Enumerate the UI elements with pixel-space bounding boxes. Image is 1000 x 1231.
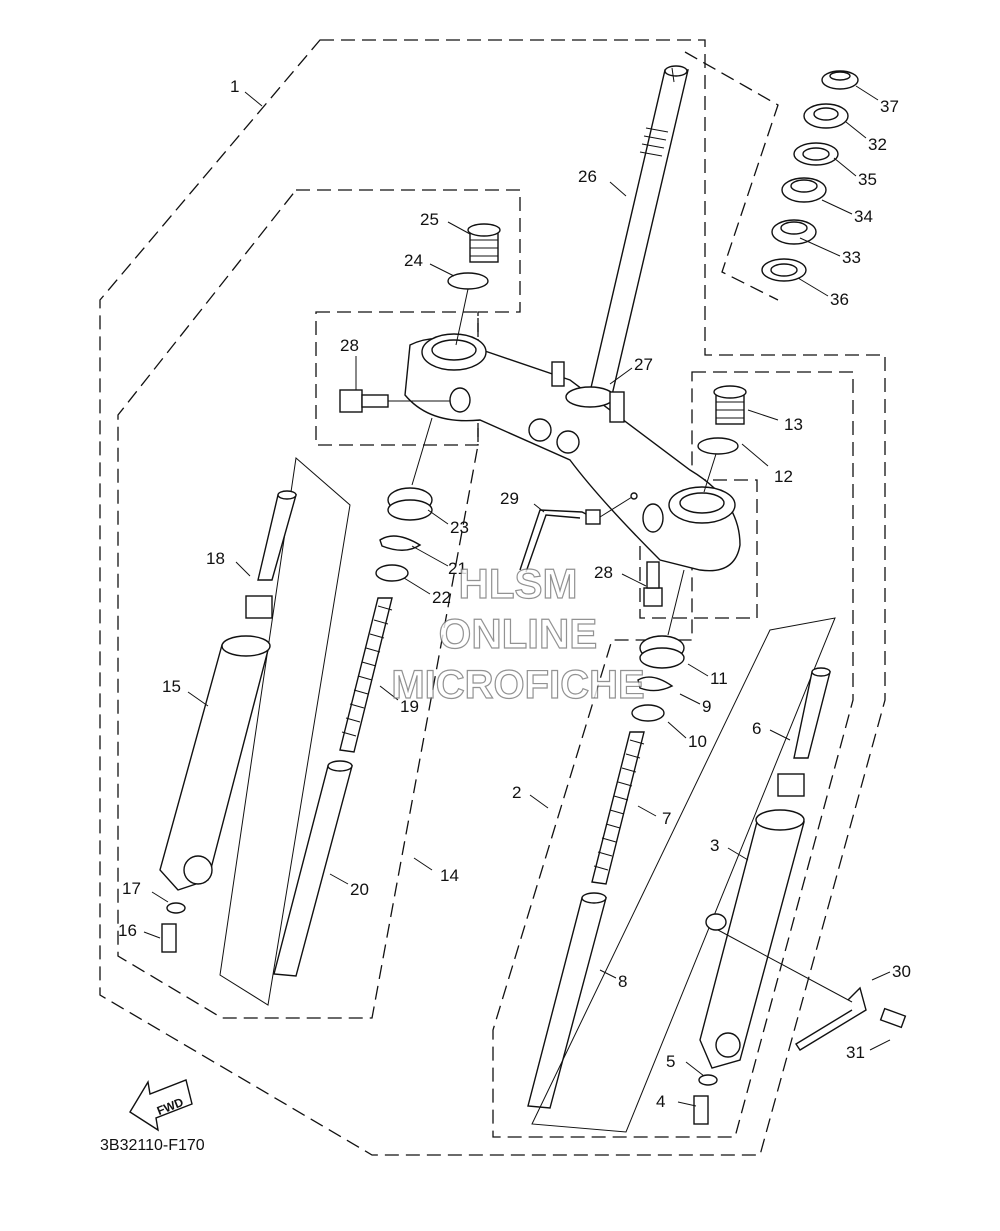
callout-2: 2: [512, 783, 521, 802]
callout-4: 4: [656, 1092, 665, 1111]
callout-34: 34: [854, 207, 873, 226]
callout-28-lower: 28: [594, 563, 613, 582]
damper-rod-right: [793, 667, 831, 759]
upper-race: [781, 177, 827, 203]
callout-17: 17: [122, 879, 141, 898]
callout-29: 29: [500, 489, 519, 508]
ring-nut: [821, 70, 859, 90]
callout-9: 9: [702, 697, 711, 716]
upper-bearing: [793, 142, 839, 166]
axis-line-right-mid: [667, 569, 685, 636]
outer-tube-right: [699, 809, 805, 1069]
callout-28-upper: 28: [340, 336, 359, 355]
callout-25: 25: [420, 210, 439, 229]
outer-tube-left: [159, 635, 271, 891]
washer-right: [631, 704, 665, 722]
callout-10: 10: [688, 732, 707, 751]
o-ring-left: [447, 272, 489, 290]
clip-left: [379, 535, 422, 551]
o-ring-right: [697, 437, 739, 455]
inner-tube-left: [273, 760, 353, 977]
diagram-code: 3B32110-F170: [100, 1137, 205, 1154]
fork-spring-right: [591, 731, 645, 885]
bolt-right: [693, 1095, 709, 1125]
callout-22: 22: [432, 588, 451, 607]
axis-line-left-top: [455, 288, 469, 346]
assembly-14-boundary: [117, 189, 521, 1019]
callout-27: 27: [634, 355, 653, 374]
callout-5: 5: [666, 1052, 675, 1071]
callout-33: 33: [842, 248, 861, 267]
cap-bolt-left: [467, 223, 501, 263]
steering-stem: [589, 65, 689, 396]
callout-8: 8: [618, 972, 627, 991]
callout-14: 14: [440, 866, 459, 885]
callout-7: 7: [662, 809, 671, 828]
clip-right: [637, 676, 674, 692]
callout-26: 26: [578, 167, 597, 186]
callout-20: 20: [350, 880, 369, 899]
callout-23: 23: [450, 518, 469, 537]
washer-left: [375, 564, 409, 582]
callout-21: 21: [448, 559, 467, 578]
damper-rod-left: [257, 490, 297, 581]
assembly-1-boundary: [99, 39, 886, 1156]
callout-15: 15: [162, 677, 181, 696]
pinch-bolt-upper: [339, 389, 450, 413]
pinch-bolt-lower: [643, 561, 663, 607]
watermark-line-1: HLSM: [459, 560, 578, 607]
callout-18: 18: [206, 549, 225, 568]
gasket-right: [698, 1074, 718, 1086]
hose-guide: [717, 929, 867, 1051]
rebound-spring-right: [777, 773, 805, 797]
callout-3: 3: [710, 836, 719, 855]
oil-seal-right: [639, 635, 685, 669]
callout-6: 6: [752, 719, 761, 738]
brake-hose-bracket: [519, 492, 638, 573]
upper-race-cover: [803, 103, 849, 129]
under-bracket: [404, 333, 741, 572]
callout-31: 31: [846, 1043, 865, 1062]
callout-11: 11: [710, 669, 728, 688]
gasket-left: [166, 902, 186, 914]
watermark-line-3: MICROFICHE: [391, 663, 644, 707]
callout-32: 32: [868, 135, 887, 154]
steering-parts-bracket: [684, 51, 779, 301]
callout-labels: 1 2 3 4 5 6 7 8 9 10 11 12 13 14 15 16 1…: [118, 77, 911, 1111]
callout-19: 19: [400, 697, 419, 716]
guide-bolt: [879, 1007, 907, 1029]
lower-bracket-box: [315, 311, 479, 446]
cap-bolt-right: [713, 385, 747, 425]
callout-24: 24: [404, 251, 423, 270]
callout-37: 37: [880, 97, 899, 116]
watermark: HLSM ONLINE MICROFICHE: [391, 559, 646, 707]
lower-bearing: [761, 258, 807, 282]
lower-race: [771, 219, 817, 245]
axis-line-left-mid: [411, 417, 433, 486]
rebound-spring-left: [245, 595, 273, 619]
fwd-arrow-icon: FWD: [129, 1079, 193, 1132]
fork-spring-left: [339, 597, 393, 753]
callout-12: 12: [774, 467, 793, 486]
bolt-left: [161, 923, 177, 953]
callout-1: 1: [230, 77, 239, 96]
oil-seal-left: [387, 487, 433, 521]
callout-35: 35: [858, 170, 877, 189]
axis-line-right-top: [703, 453, 717, 493]
fork-leg-outline-left: [219, 457, 351, 1006]
callout-36: 36: [830, 290, 849, 309]
callout-16: 16: [118, 921, 137, 940]
inner-tube-right: [527, 892, 607, 1109]
callout-30: 30: [892, 962, 911, 981]
watermark-line-2: ONLINE: [439, 610, 598, 657]
callout-13: 13: [784, 415, 803, 434]
fork-leg-outline-right: [531, 617, 836, 1133]
leader-lines: [143, 85, 891, 1107]
